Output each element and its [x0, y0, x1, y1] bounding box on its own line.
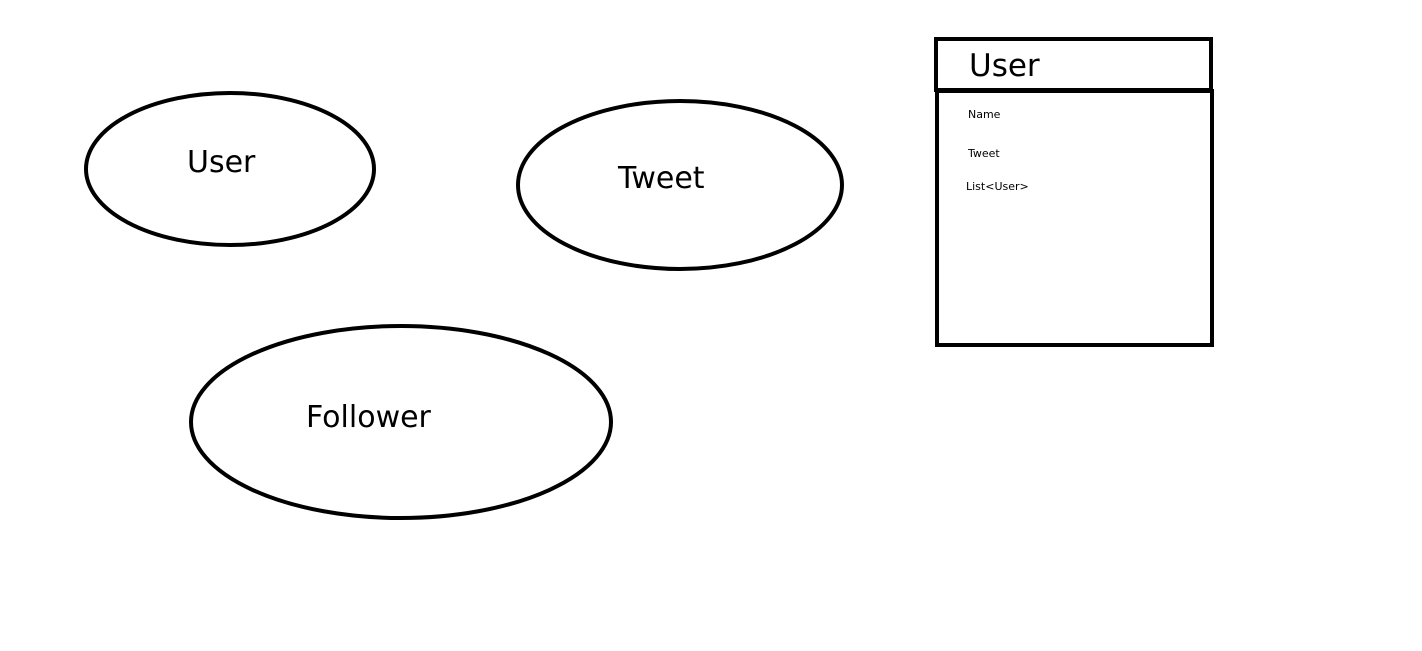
class-box-body [935, 89, 1214, 347]
entity-tweet-label: Tweet [617, 161, 705, 196]
entity-tweet: Tweet [516, 99, 844, 271]
entity-user: User [84, 91, 376, 247]
class-box-user: User Name Tweet List<User> [934, 37, 1214, 347]
entity-follower-ellipse [189, 324, 613, 520]
entity-user-ellipse [84, 91, 376, 247]
entity-follower-label: Follower [306, 400, 432, 435]
class-field-tweet: Tweet [967, 147, 1000, 160]
entity-follower: Follower [189, 324, 613, 520]
entity-user-label: User [187, 145, 256, 180]
class-box-title: User [969, 48, 1040, 84]
entity-tweet-ellipse [516, 99, 844, 271]
class-field-name: Name [968, 108, 1001, 121]
class-field-list-user: List<User> [966, 180, 1029, 193]
